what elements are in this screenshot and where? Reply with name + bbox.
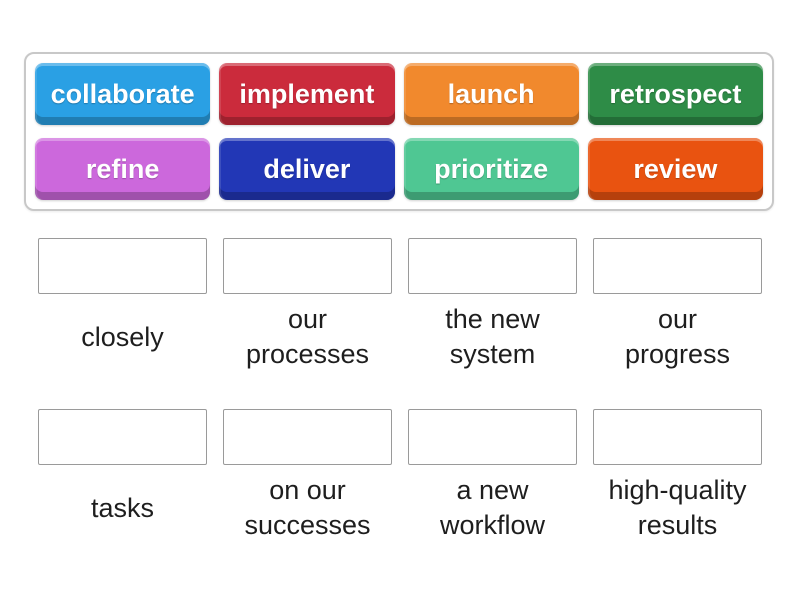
- answer-cell-tasks: tasks: [38, 409, 207, 542]
- drop-slot-tasks[interactable]: [38, 409, 207, 465]
- answer-cell-on-our-successes: on our successes: [223, 409, 392, 542]
- answer-cell-the-new-system: the new system: [408, 238, 577, 371]
- drop-slot-a-new-workflow[interactable]: [408, 409, 577, 465]
- answer-label-our-progress: our progress: [624, 304, 731, 369]
- answer-cell-our-progress: our progress: [593, 238, 762, 371]
- answer-cell-high-quality-results: high-quality results: [593, 409, 762, 542]
- drop-slot-on-our-successes[interactable]: [223, 409, 392, 465]
- answer-cell-a-new-workflow: a new workflow: [408, 409, 577, 542]
- answers-row-2: tasks on our successes a new workflow hi…: [38, 409, 800, 542]
- word-tile-review[interactable]: review: [587, 138, 763, 200]
- word-bank-panel: collaborate implement launch retrospect …: [24, 52, 774, 211]
- word-tile-implement[interactable]: implement: [219, 63, 395, 125]
- answers-row-1: closely our processes the new system our…: [38, 238, 800, 371]
- answer-label-the-new-system: the new system: [445, 304, 540, 369]
- drop-slot-high-quality-results[interactable]: [593, 409, 762, 465]
- answer-label-closely: closely: [81, 321, 164, 352]
- word-tile-refine[interactable]: refine: [35, 138, 211, 200]
- drop-slot-our-progress[interactable]: [593, 238, 762, 294]
- answer-cell-our-processes: our processes: [223, 238, 392, 371]
- word-tile-prioritize[interactable]: prioritize: [403, 138, 579, 200]
- word-tile-launch[interactable]: launch: [403, 63, 579, 125]
- drop-slot-closely[interactable]: [38, 238, 207, 294]
- answer-label-on-our-successes: on our successes: [244, 475, 371, 540]
- answer-label-high-quality-results: high-quality results: [608, 475, 747, 540]
- word-tile-deliver[interactable]: deliver: [219, 138, 395, 200]
- answer-label-a-new-workflow: a new workflow: [439, 475, 546, 540]
- answer-label-our-processes: our processes: [245, 304, 370, 369]
- drop-slot-the-new-system[interactable]: [408, 238, 577, 294]
- word-tile-collaborate[interactable]: collaborate: [35, 63, 211, 125]
- drop-slot-our-processes[interactable]: [223, 238, 392, 294]
- word-tile-retrospect[interactable]: retrospect: [587, 63, 763, 125]
- answer-label-tasks: tasks: [90, 492, 155, 523]
- answer-cell-closely: closely: [38, 238, 207, 371]
